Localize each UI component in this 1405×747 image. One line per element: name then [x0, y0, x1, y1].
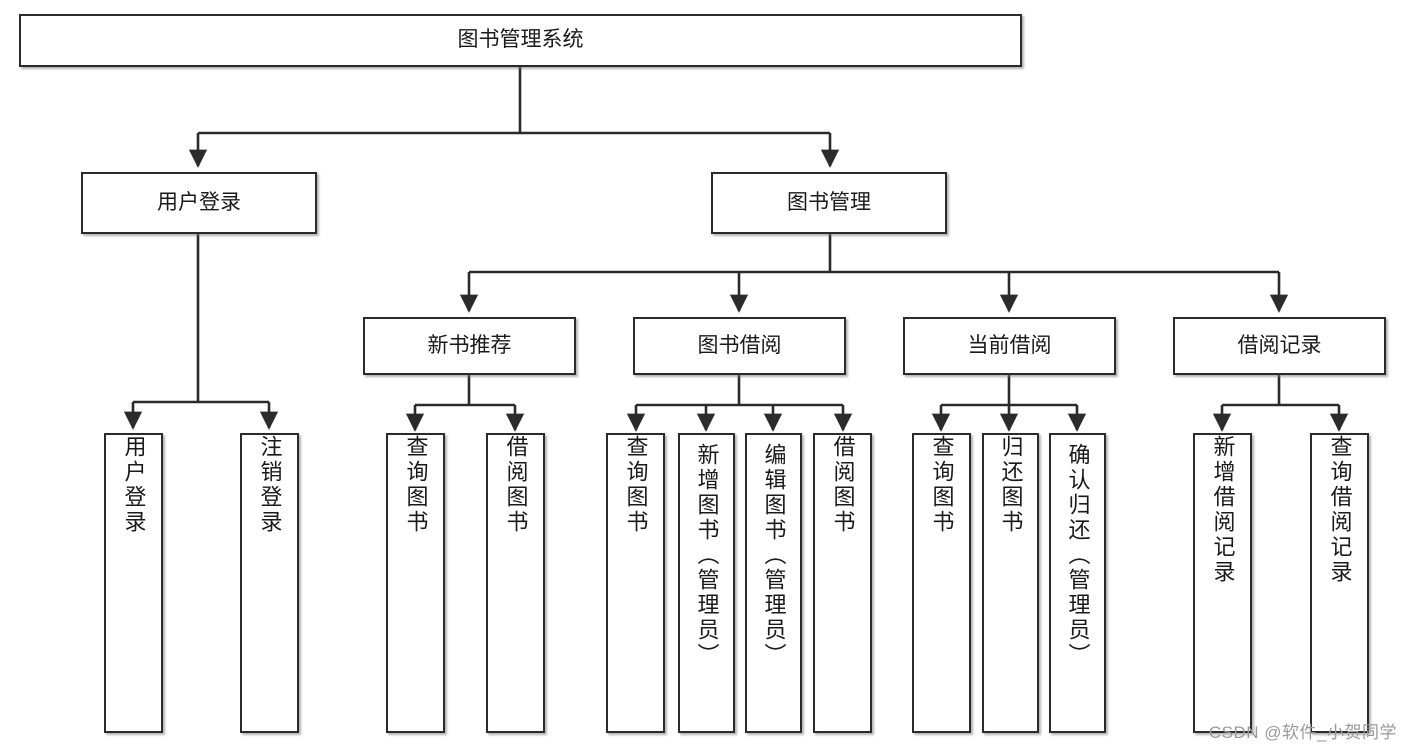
node-label: 借阅记录: [1237, 333, 1322, 357]
leaf-add-borrow-record[interactable]: 新增借阅记录: [1193, 433, 1252, 733]
node-borrowing-record[interactable]: 借阅记录: [1173, 317, 1386, 375]
node-new-book-recommendation[interactable]: 新书推荐: [363, 317, 576, 375]
node-label: 查询图书: [623, 435, 649, 535]
node-label: 注销登录: [257, 435, 283, 535]
leaf-borrow-book[interactable]: 借阅图书: [813, 433, 872, 733]
leaf-query-borrow-record[interactable]: 查询借阅记录: [1310, 433, 1369, 733]
node-user-login[interactable]: 用户登录: [81, 172, 317, 234]
leaf-confirm-return-admin[interactable]: 确认归还（管理员）: [1049, 433, 1106, 733]
node-label: 用户登录: [121, 435, 147, 535]
node-book-management[interactable]: 图书管理: [711, 172, 947, 234]
node-book-borrowing[interactable]: 图书借阅: [633, 317, 846, 375]
node-label: 借阅图书: [503, 435, 529, 535]
leaf-query-book-borrow[interactable]: 查询图书: [606, 433, 665, 733]
node-label: 新增借阅记录: [1210, 435, 1236, 585]
node-label: 图书借阅: [697, 333, 782, 357]
leaf-query-book-recommend[interactable]: 查询图书: [386, 433, 445, 733]
leaf-logout[interactable]: 注销登录: [240, 433, 299, 733]
node-label: 当前借阅: [967, 333, 1052, 357]
leaf-return-book[interactable]: 归还图书: [982, 433, 1039, 733]
node-current-borrowing[interactable]: 当前借阅: [903, 317, 1116, 375]
leaf-add-book-admin[interactable]: 新增图书（管理员）: [678, 433, 735, 733]
node-label: 查询图书: [929, 435, 955, 535]
node-label: 归还图书: [998, 435, 1024, 535]
leaf-borrow-book-recommend[interactable]: 借阅图书: [486, 433, 545, 733]
leaf-edit-book-admin[interactable]: 编辑图书（管理员）: [745, 433, 802, 733]
csdn-watermark: CSDN @软件_小贺同学: [1208, 723, 1397, 742]
node-label: 查询图书: [403, 435, 429, 535]
node-label: 确认归还（管理员）: [1065, 443, 1091, 668]
node-label: 借阅图书: [830, 435, 856, 535]
node-root-book-management-system[interactable]: 图书管理系统: [19, 14, 1022, 67]
node-label: 新增图书（管理员）: [694, 443, 720, 668]
node-label: 图书管理: [787, 190, 871, 214]
leaf-user-login[interactable]: 用户登录: [104, 433, 163, 733]
node-label: 查询借阅记录: [1327, 435, 1353, 585]
node-label: 新书推荐: [427, 333, 512, 357]
leaf-query-book-current[interactable]: 查询图书: [912, 433, 971, 733]
node-label: 图书管理系统: [457, 28, 584, 52]
node-label: 编辑图书（管理员）: [761, 443, 787, 668]
node-label: 用户登录: [157, 190, 241, 214]
